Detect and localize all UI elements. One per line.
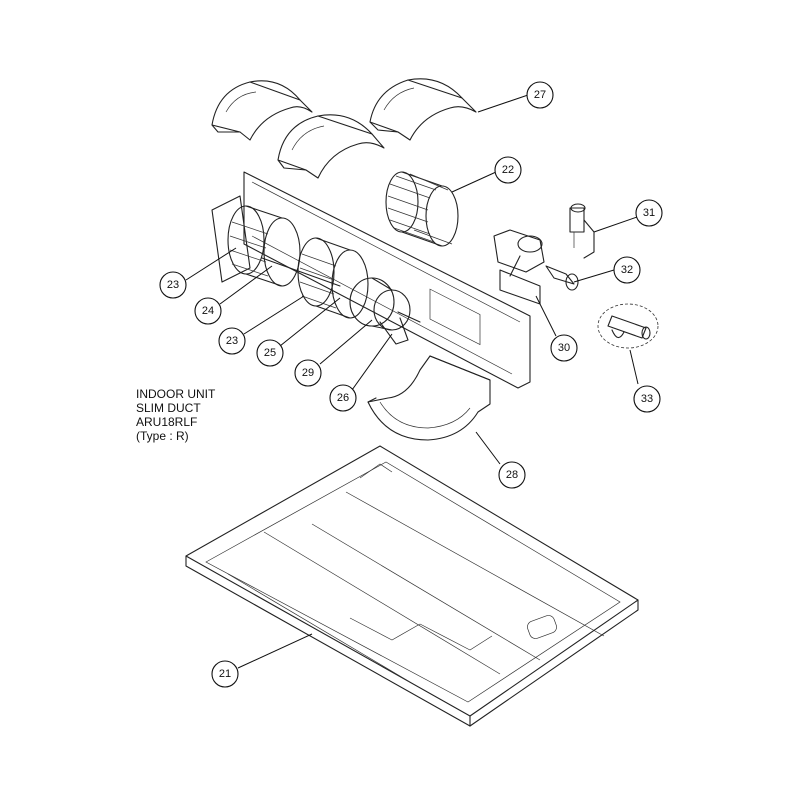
callout-label-31: 31	[643, 207, 655, 219]
callout-24: 24	[194, 297, 222, 325]
callout-label-26: 26	[337, 392, 349, 404]
callout-30: 30	[550, 334, 578, 362]
callout-31: 31	[635, 199, 663, 227]
callout-22: 22	[494, 156, 522, 184]
blower-wheel-left	[227, 205, 341, 287]
caption-line-3: ARU18RLF	[136, 415, 198, 429]
model-caption: INDOOR UNIT SLIM DUCT ARU18RLF (Type : R…	[136, 387, 215, 443]
callout-33: 33	[633, 385, 661, 413]
callout-26: 26	[329, 384, 357, 412]
callout-label-32: 32	[621, 264, 633, 276]
callout-23-lower: 23	[218, 327, 246, 355]
float-switch	[569, 203, 595, 259]
callout-label-21: 21	[219, 668, 231, 680]
blower-wheel-22	[385, 171, 459, 247]
fan-frame-plate	[211, 171, 531, 389]
callout-27: 27	[526, 81, 554, 109]
callout-label-29: 29	[302, 367, 314, 379]
fan-motor	[349, 277, 421, 345]
callout-25: 25	[256, 339, 284, 367]
callout-label-22: 22	[502, 164, 514, 176]
caption-line-1: INDOOR UNIT	[136, 387, 216, 401]
leader-lines	[185, 94, 641, 669]
blower-wheel-right	[297, 237, 369, 319]
callout-23-upper: 23	[159, 271, 187, 299]
callout-label-23-upper: 23	[167, 279, 179, 291]
caption-line-2: SLIM DUCT	[136, 401, 201, 415]
callout-label-27: 27	[534, 89, 546, 101]
caption-line-4: (Type : R)	[136, 429, 189, 443]
callout-29: 29	[294, 359, 322, 387]
hose-clamp-kit	[597, 303, 659, 349]
fan-casing-top-middle	[277, 114, 385, 179]
callout-label-28: 28	[506, 469, 518, 481]
drain-pump	[493, 229, 545, 305]
fan-casing-top-left	[211, 80, 313, 141]
drain-hose-fitting	[545, 265, 579, 291]
fan-casing-top-right	[369, 78, 477, 141]
callout-label-30: 30	[558, 342, 570, 354]
callout-32: 32	[613, 256, 641, 284]
callout-label-33: 33	[641, 393, 653, 405]
base-panel	[185, 445, 639, 727]
callout-label-24: 24	[202, 305, 214, 317]
callout-label-25: 25	[264, 347, 276, 359]
fan-casing-bottom	[367, 355, 491, 441]
callout-21: 21	[211, 660, 239, 688]
callout-28: 28	[498, 461, 526, 489]
callout-label-23-lower: 23	[226, 335, 238, 347]
